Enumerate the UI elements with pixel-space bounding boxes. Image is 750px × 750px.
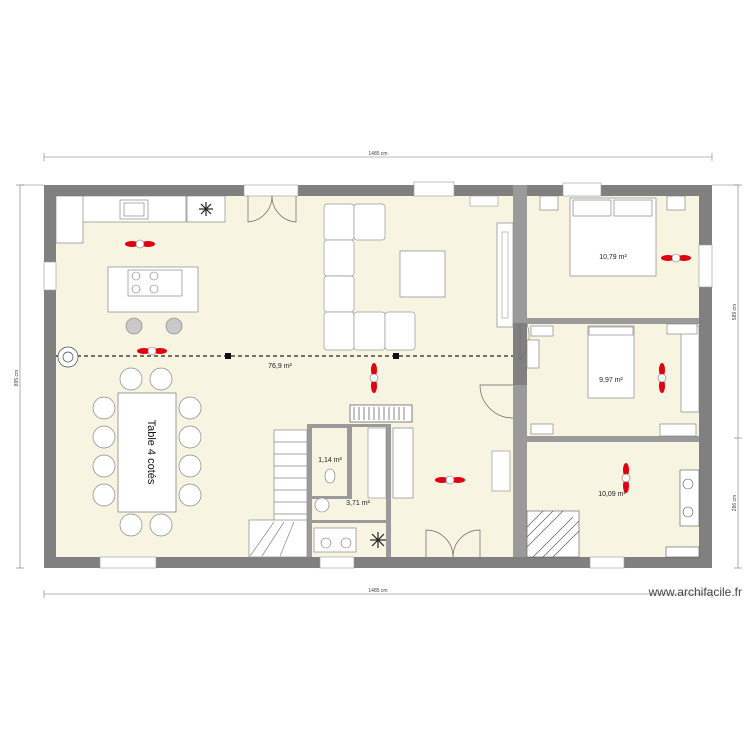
area-bedroom-top: 10,79 m² bbox=[599, 254, 627, 261]
kitchen bbox=[55, 195, 226, 335]
tv bbox=[501, 231, 509, 319]
radiator bbox=[469, 195, 499, 207]
lamp-icon bbox=[57, 346, 79, 368]
dining-table bbox=[92, 367, 202, 537]
table-label: Table 4 cotés bbox=[145, 420, 157, 485]
piano bbox=[349, 404, 413, 423]
dim-left-label: 895 cm bbox=[14, 370, 20, 386]
watermark: www.archifacile.fr bbox=[648, 585, 742, 599]
dimension-lines bbox=[16, 153, 742, 598]
beam-post-right bbox=[393, 353, 399, 359]
dim-bottom-label: 1485 cm bbox=[368, 588, 387, 594]
area-wc: 1,14 m² bbox=[318, 457, 342, 464]
bedroom-mid-furniture bbox=[526, 323, 700, 437]
wc-fixtures bbox=[313, 468, 357, 553]
area-main: 76,9 m² bbox=[268, 363, 292, 370]
interior-walls bbox=[307, 185, 699, 557]
staircase bbox=[248, 429, 308, 558]
bathroom-fixtures bbox=[526, 469, 700, 558]
snowflake-icon bbox=[370, 532, 386, 548]
dim-top-label: 1485 cm bbox=[368, 151, 387, 157]
wardrobe bbox=[392, 427, 414, 499]
area-washroom: 3,71 m² bbox=[346, 500, 370, 507]
area-bathroom: 10,09 m² bbox=[598, 491, 626, 498]
fan-spot-icon bbox=[125, 239, 691, 493]
snowflake-icon bbox=[199, 202, 213, 216]
windows bbox=[43, 181, 713, 569]
sofa bbox=[323, 203, 416, 351]
dim-right-upper-label: 589 cm bbox=[732, 304, 738, 320]
door-swings bbox=[247, 195, 530, 558]
dim-right-lower-label: 286 cm bbox=[732, 495, 738, 511]
wc-partition bbox=[367, 427, 387, 499]
coffee-table bbox=[399, 250, 446, 298]
hall-cabinet bbox=[491, 450, 511, 492]
beam-post-left bbox=[225, 353, 231, 359]
bedroom-top-furniture bbox=[539, 195, 686, 277]
area-bedroom-mid: 9,97 m² bbox=[599, 377, 623, 384]
